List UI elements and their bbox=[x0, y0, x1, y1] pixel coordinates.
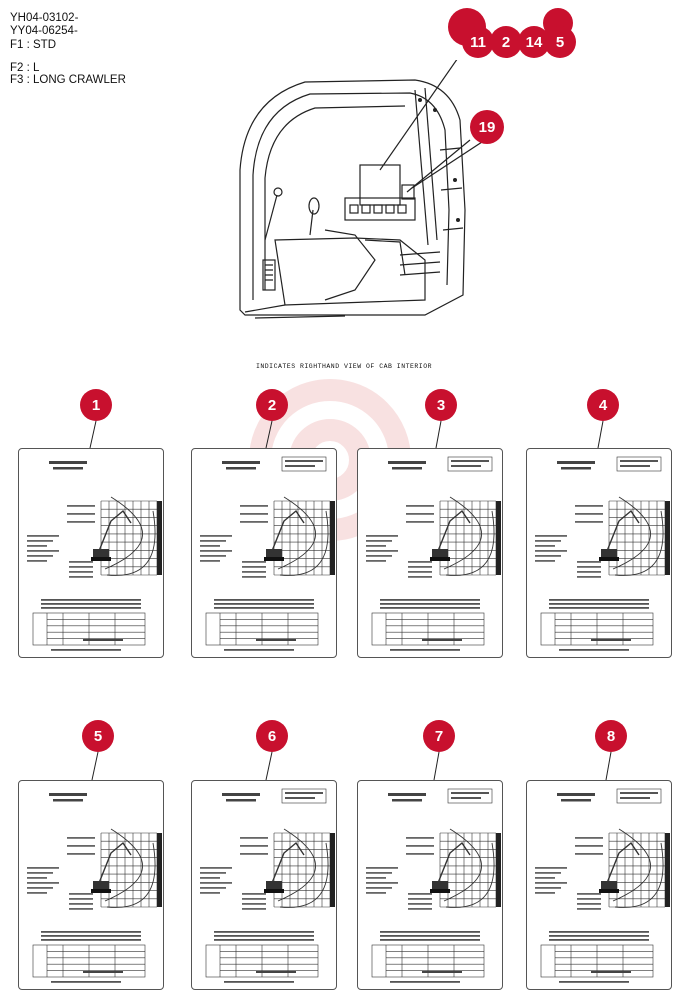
serial-line-1: YH04-03102- bbox=[10, 12, 79, 24]
capacity-chart-drawing bbox=[27, 793, 162, 983]
capacity-chart-card-7[interactable] bbox=[357, 780, 503, 990]
card-callout-1[interactable]: 1 bbox=[80, 389, 112, 421]
capacity-chart-card-6[interactable] bbox=[191, 780, 337, 990]
serial-line-2: YY04-06254- bbox=[10, 25, 78, 37]
card-callout-7[interactable]: 7 bbox=[423, 720, 455, 752]
capacity-chart-card-3[interactable] bbox=[357, 448, 503, 658]
cab-view-caption: INDICATES RIGHTHAND VIEW OF CAB INTERIOR bbox=[255, 363, 433, 370]
variant-label: L bbox=[33, 62, 40, 74]
variant-code: F3 bbox=[10, 74, 24, 86]
card-callout-2[interactable]: 2 bbox=[256, 389, 288, 421]
capacity-chart-card-2[interactable] bbox=[191, 448, 337, 658]
capacity-chart-drawing bbox=[535, 456, 670, 651]
variant-label: LONG CRAWLER bbox=[33, 74, 126, 86]
capacity-chart-drawing bbox=[27, 461, 162, 651]
callout-14[interactable]: 14 bbox=[518, 26, 550, 58]
variant-f3: F3 : LONG CRAWLER bbox=[10, 74, 126, 86]
serial-numbers: YH04-03102- YY04-06254- bbox=[10, 12, 78, 38]
card-callout-4[interactable]: 4 bbox=[587, 389, 619, 421]
callout-5[interactable]: 5 bbox=[544, 26, 576, 58]
card-callout-3[interactable]: 3 bbox=[425, 389, 457, 421]
card-callout-5[interactable]: 5 bbox=[82, 720, 114, 752]
capacity-chart-card-5[interactable] bbox=[18, 780, 164, 990]
variant-f1: F1 : STD bbox=[10, 39, 57, 51]
cab-interior-drawing bbox=[239, 60, 485, 319]
variant-code: F1 bbox=[10, 39, 24, 51]
capacity-chart-drawing bbox=[366, 456, 501, 651]
variant-code: F2 bbox=[10, 62, 24, 74]
variant-label: STD bbox=[33, 39, 57, 51]
capacity-chart-card-1[interactable] bbox=[18, 448, 164, 658]
capacity-chart-drawing bbox=[200, 456, 335, 651]
callout-2[interactable]: 2 bbox=[490, 26, 522, 58]
callout-11[interactable]: 11 bbox=[462, 26, 494, 58]
capacity-chart-card-8[interactable] bbox=[526, 780, 672, 990]
capacity-chart-drawing bbox=[366, 788, 501, 983]
card-callout-8[interactable]: 8 bbox=[595, 720, 627, 752]
card-callout-6[interactable]: 6 bbox=[256, 720, 288, 752]
capacity-chart-drawing bbox=[200, 788, 335, 983]
variant-f2: F2 : L bbox=[10, 62, 40, 74]
capacity-chart-card-4[interactable] bbox=[526, 448, 672, 658]
callout-19[interactable]: 19 bbox=[470, 110, 504, 144]
capacity-chart-drawing bbox=[535, 788, 670, 983]
